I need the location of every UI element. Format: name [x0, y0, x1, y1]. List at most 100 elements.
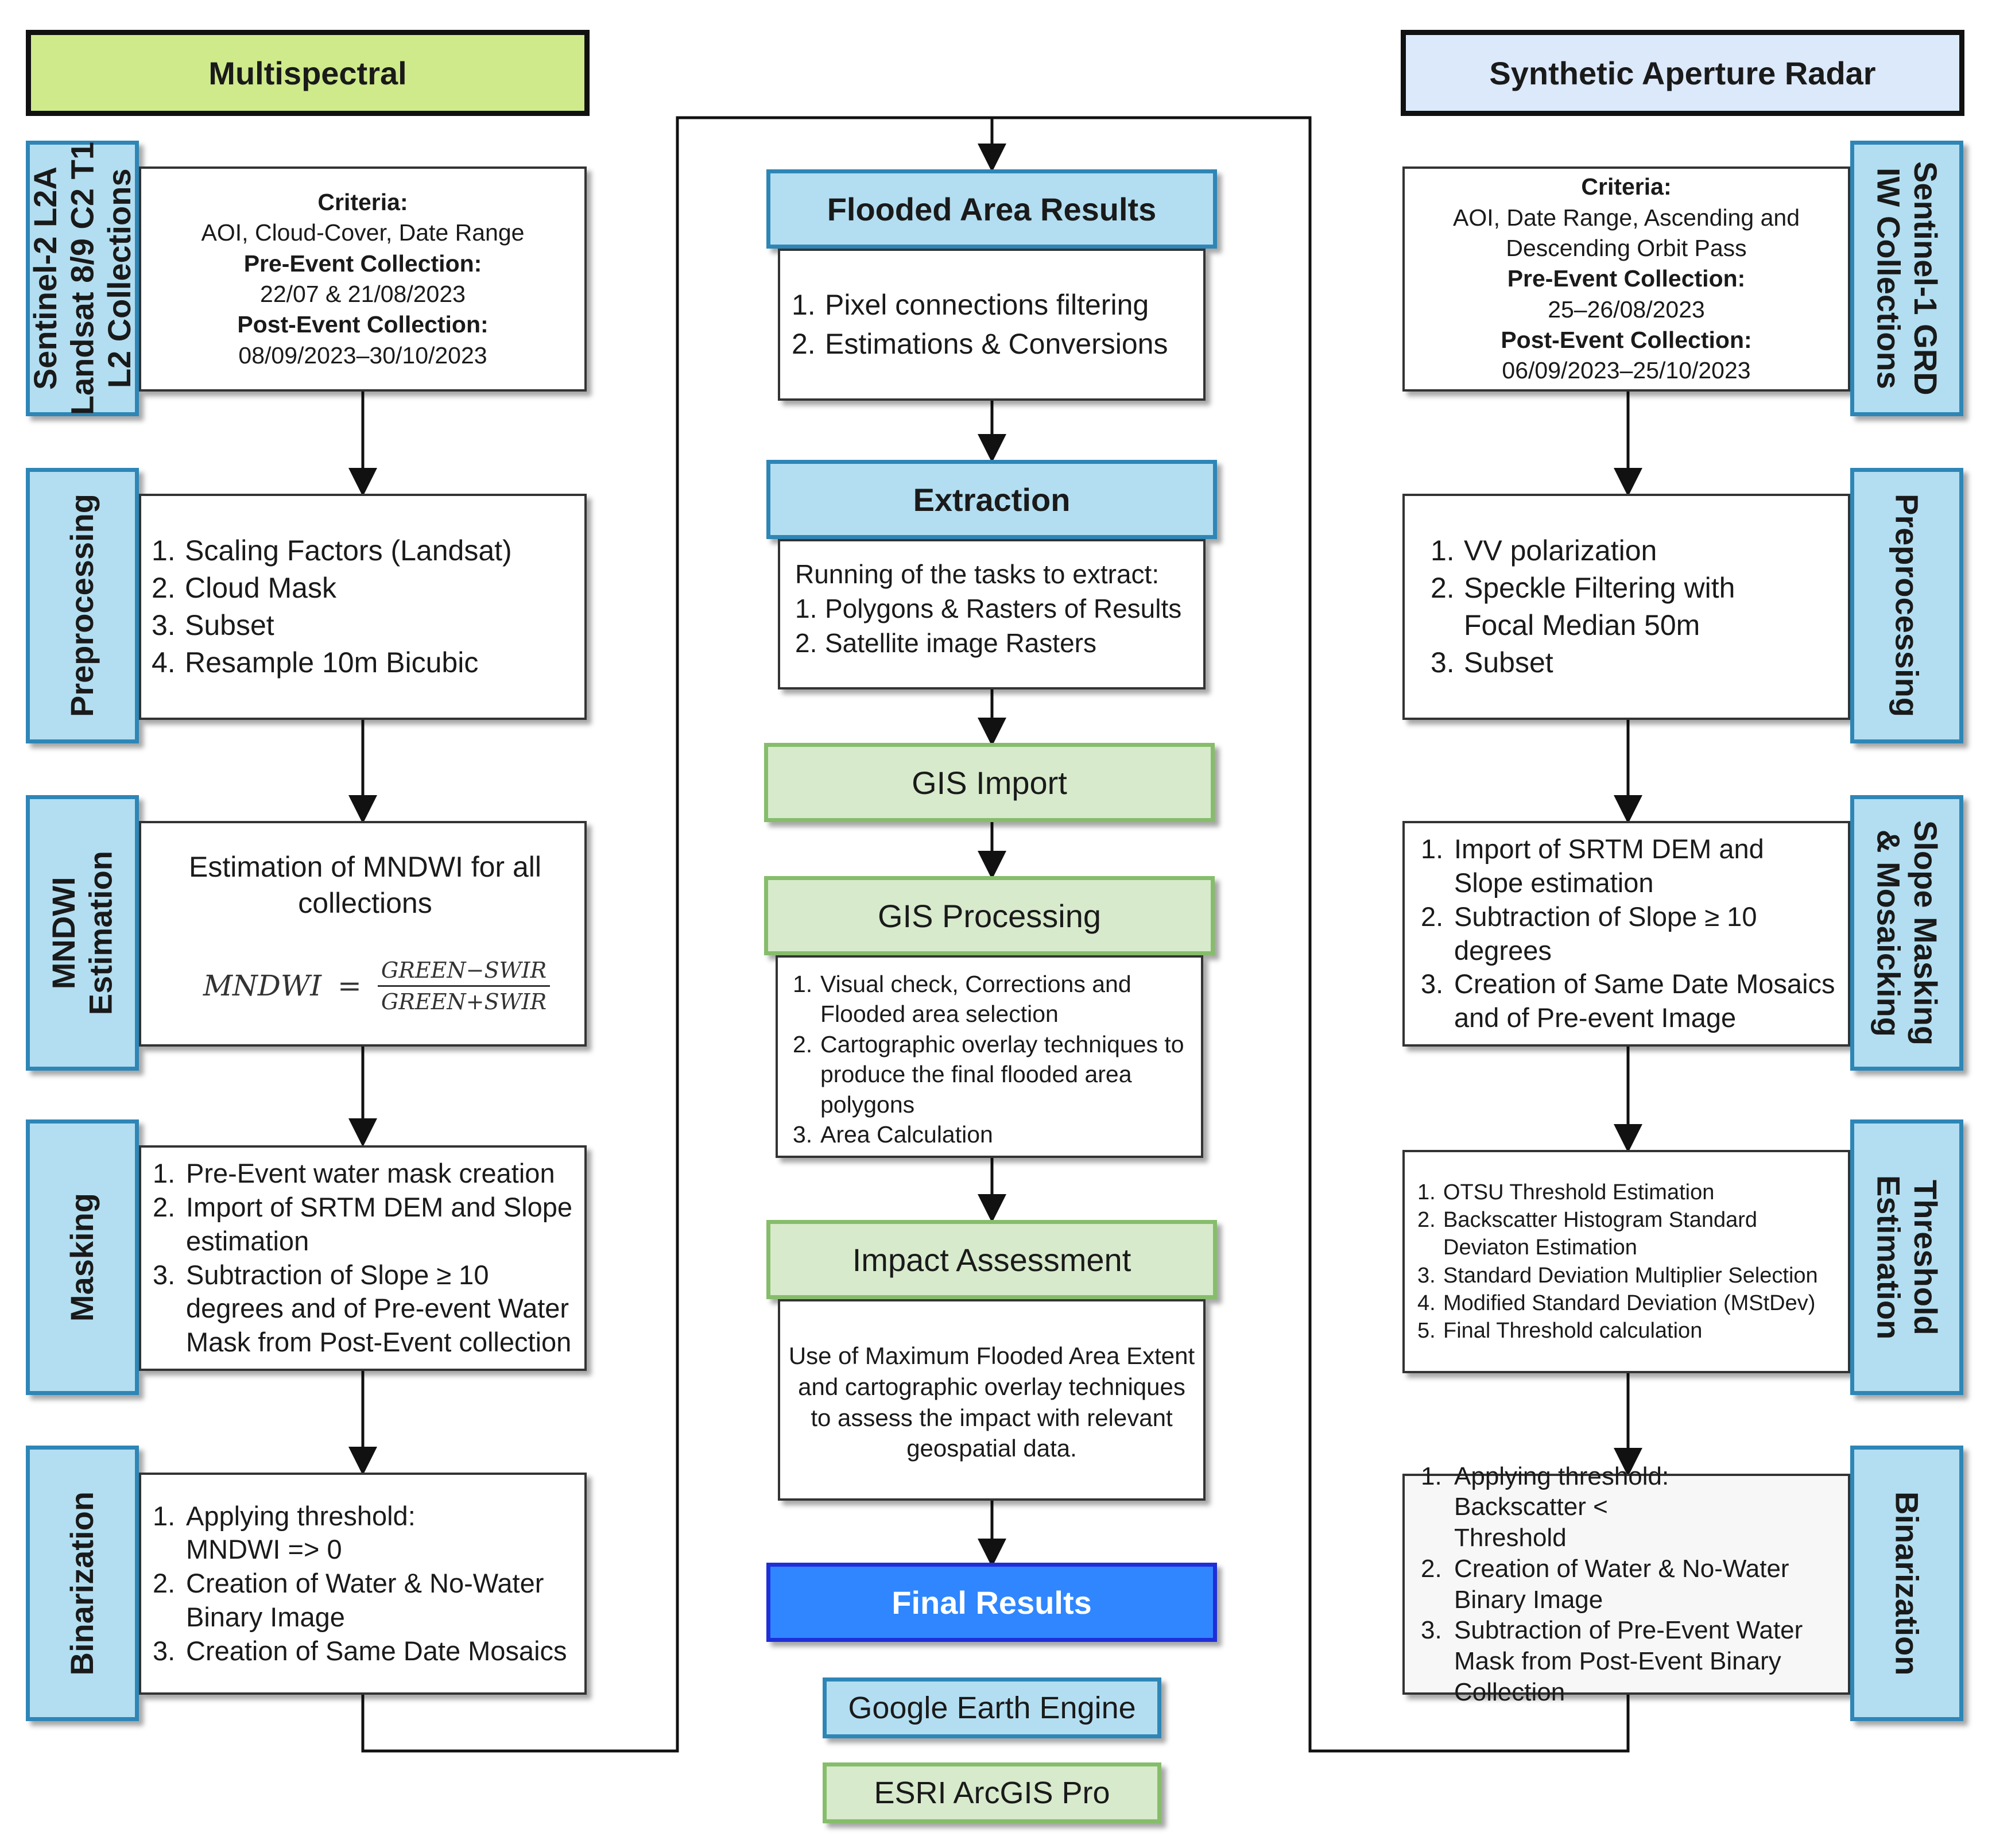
ms-masking-side-label: Masking [26, 1119, 139, 1395]
extraction-intro: Running of the tasks to extract: [795, 559, 1160, 589]
sar-slope-side-label: Slope Masking & Mosaicking [1850, 795, 1963, 1071]
list-item: 2.Backscatter Histogram Standard Deviato… [1417, 1208, 1758, 1260]
ms-preprocessing-side-label: Preprocessing [26, 468, 139, 743]
list-item: 3.Subset [152, 609, 274, 641]
sar-post-event-dates: 06/09/2023–25/10/2023 [1502, 357, 1751, 384]
ms-collection-side-line-3: L2 Collections [100, 168, 137, 389]
impact-assessment-text: Use of Maximum Flooded Area Extent and c… [788, 1342, 1195, 1462]
ms-collection-side-line-1: Sentinel-2 L2A [26, 166, 63, 390]
list-item: 3.Area Calculation [793, 1121, 993, 1148]
sar-collection-side-line-2: IW Collections [1870, 168, 1907, 389]
list-item: 2.Subtraction of Slope ≥ 10 degrees [1421, 901, 1757, 966]
connector-sar-binarization-to-center [992, 116, 1630, 1753]
ms-criteria-label: Criteria: [317, 189, 408, 216]
flooded-results-box: 1.Pixel connections filtering 2.Estimati… [778, 249, 1206, 401]
mndwi-formula: MNDWI = GREEN−SWIR GREEN+SWIR [187, 948, 566, 1023]
ms-collection-side-line-2: Landsat 8/9 C2 T1 [64, 141, 100, 416]
ms-masking-side-text: Masking [64, 1192, 100, 1322]
sar-preprocessing-side-text: Preprocessing [1889, 494, 1925, 718]
sar-title: Synthetic Aperture Radar [1489, 55, 1876, 91]
sar-collection-side-line-1: Sentinel-1 GRD [1907, 161, 1944, 396]
legend-arcgis-label: ESRI ArcGIS Pro [874, 1776, 1110, 1810]
sar-criteria-label: Criteria: [1581, 173, 1672, 200]
sar-criteria-text: AOI, Date Range, Ascending and Descendin… [1452, 204, 1800, 262]
sar-slope-box: 1.Import of SRTM DEM and Slope estimatio… [1402, 821, 1850, 1047]
sar-binarization-list: 1.Applying threshold: Backscatter < Thre… [1421, 1461, 1810, 1707]
ms-pre-event-dates: 22/07 & 21/08/2023 [260, 281, 466, 307]
ms-binarization-box: 1.Applying threshold: MNDWI => 0 2.Creat… [139, 1473, 587, 1695]
list-item: 3.Standard Deviation Multiplier Selectio… [1417, 1263, 1818, 1288]
ms-mndwi-box: Estimation of MNDWI for all collections … [139, 821, 587, 1047]
gis-processing-box: 1.Visual check, Corrections and Flooded … [776, 955, 1203, 1158]
final-results-title: Final Results [892, 1584, 1092, 1621]
sar-binarization-side-text: Binarization [1889, 1491, 1925, 1676]
ms-post-event-dates: 08/09/2023–30/10/2023 [238, 342, 487, 369]
ms-preprocessing-list: 1.Scaling Factors (Landsat) 2.Cloud Mask… [152, 532, 512, 681]
gis-import-title: GIS Import [912, 764, 1067, 801]
list-item: 2.Creation of Water & No-Water Binary Im… [153, 1568, 544, 1632]
connector-ms-binarization-to-center [361, 116, 992, 1753]
ms-binarization-list: 1.Applying threshold: MNDWI => 0 2.Creat… [153, 1500, 580, 1668]
multispectral-header: Multispectral [26, 30, 590, 116]
formula-denominator: GREEN+SWIR [381, 989, 547, 1014]
gis-import-box: GIS Import [764, 743, 1215, 822]
gis-processing-title: GIS Processing [877, 897, 1102, 934]
sar-slope-list: 1.Import of SRTM DEM and Slope estimatio… [1421, 832, 1844, 1035]
final-results-box: Final Results [766, 1563, 1217, 1642]
sar-binarization-box: 1.Applying threshold: Backscatter < Thre… [1402, 1462, 1850, 1706]
impact-assessment-header: Impact Assessment [766, 1220, 1217, 1299]
list-item: 1.Pixel connections filtering [792, 289, 1149, 321]
extraction-box: Running of the tasks to extract: 1.Polyg… [778, 539, 1206, 689]
ms-criteria-text: AOI, Cloud-Cover, Date Range [201, 219, 525, 246]
list-item: 1.OTSU Threshold Estimation [1417, 1180, 1715, 1204]
list-item: 2.Estimations & Conversions [792, 327, 1168, 360]
list-item: 3.Creation of Same Date Mosaics [153, 1635, 567, 1666]
list-item: 2.Cloud Mask [152, 572, 336, 604]
sar-pre-event-label: Pre-Event Collection: [1507, 265, 1746, 292]
extraction-header: Extraction [766, 460, 1217, 539]
gis-processing-header: GIS Processing [764, 876, 1215, 955]
list-item: 1.Applying threshold: Backscatter < Thre… [1421, 1462, 1669, 1552]
sar-threshold-list: 1.OTSU Threshold Estimation 2.Backscatte… [1417, 1179, 1818, 1345]
ms-preprocessing-side-text: Preprocessing [64, 494, 100, 718]
ms-masking-box: 1.Pre-Event water mask creation 2.Import… [139, 1145, 587, 1371]
ms-collection-side-label: Sentinel-2 L2A Landsat 8/9 C2 T1 L2 Coll… [26, 141, 139, 416]
sar-binarization-side-label: Binarization [1850, 1446, 1963, 1721]
sar-preprocessing-side-label: Preprocessing [1850, 468, 1963, 743]
ms-binarization-side-label: Binarization [26, 1446, 139, 1721]
impact-assessment-title: Impact Assessment [852, 1241, 1131, 1278]
sar-post-event-label: Post-Event Collection: [1501, 326, 1752, 353]
list-item: 1.Scaling Factors (Landsat) [152, 534, 512, 567]
ms-mndwi-side-line-1: MNDWI [45, 877, 82, 989]
ms-pre-event-label: Pre-Event Collection: [243, 250, 482, 277]
list-item: 1.VV polarization [1431, 534, 1657, 567]
formula-lhs: MNDWI [203, 969, 322, 1002]
sar-collection-side-label: Sentinel-1 GRD IW Collections [1850, 141, 1963, 416]
legend-gee-label: Google Earth Engine [848, 1691, 1136, 1725]
list-item: 3.Creation of Same Date Mosaics and of P… [1421, 968, 1835, 1033]
multispectral-title: Multispectral [208, 55, 407, 91]
sar-threshold-side-line-1: Threshold [1907, 1179, 1944, 1335]
list-item: 1.Visual check, Corrections and Flooded … [793, 971, 1131, 1028]
sar-slope-side-line-1: Slope Masking [1907, 820, 1944, 1046]
sar-threshold-box: 1.OTSU Threshold Estimation 2.Backscatte… [1402, 1150, 1850, 1373]
ms-collection-box: Criteria: AOI, Cloud-Cover, Date Range P… [139, 166, 587, 392]
flooded-results-list: 1.Pixel connections filtering 2.Estimati… [792, 286, 1168, 363]
sar-header: Synthetic Aperture Radar [1401, 30, 1964, 116]
list-item: 1.Polygons & Rasters of Results [795, 593, 1182, 623]
ms-binarization-side-text: Binarization [64, 1491, 100, 1676]
sar-threshold-side-label: Threshold Estimation [1850, 1119, 1963, 1395]
list-item: 2.Cartographic overlay techniques to pro… [793, 1030, 1184, 1118]
list-item: 3.Subset [1431, 646, 1553, 679]
list-item: 2.Satellite image Rasters [795, 627, 1096, 658]
formula-numerator: GREEN−SWIR [377, 958, 551, 987]
list-item: 5.Final Threshold calculation [1417, 1319, 1703, 1343]
list-item: 4.Resample 10m Bicubic [152, 646, 479, 679]
list-item: 3.Subtraction of Pre-Event Water Mask fr… [1421, 1616, 1803, 1706]
list-item: 2.Creation of Water & No-Water Binary Im… [1421, 1554, 1789, 1614]
list-item: 2.Import of SRTM DEM and Slope estimatio… [153, 1192, 573, 1256]
list-item: 4.Modified Standard Deviation (MStDev) [1417, 1291, 1816, 1315]
list-item: 1.Import of SRTM DEM and Slope estimatio… [1421, 834, 1764, 898]
formula-fraction: GREEN−SWIR GREEN+SWIR [377, 958, 551, 1014]
